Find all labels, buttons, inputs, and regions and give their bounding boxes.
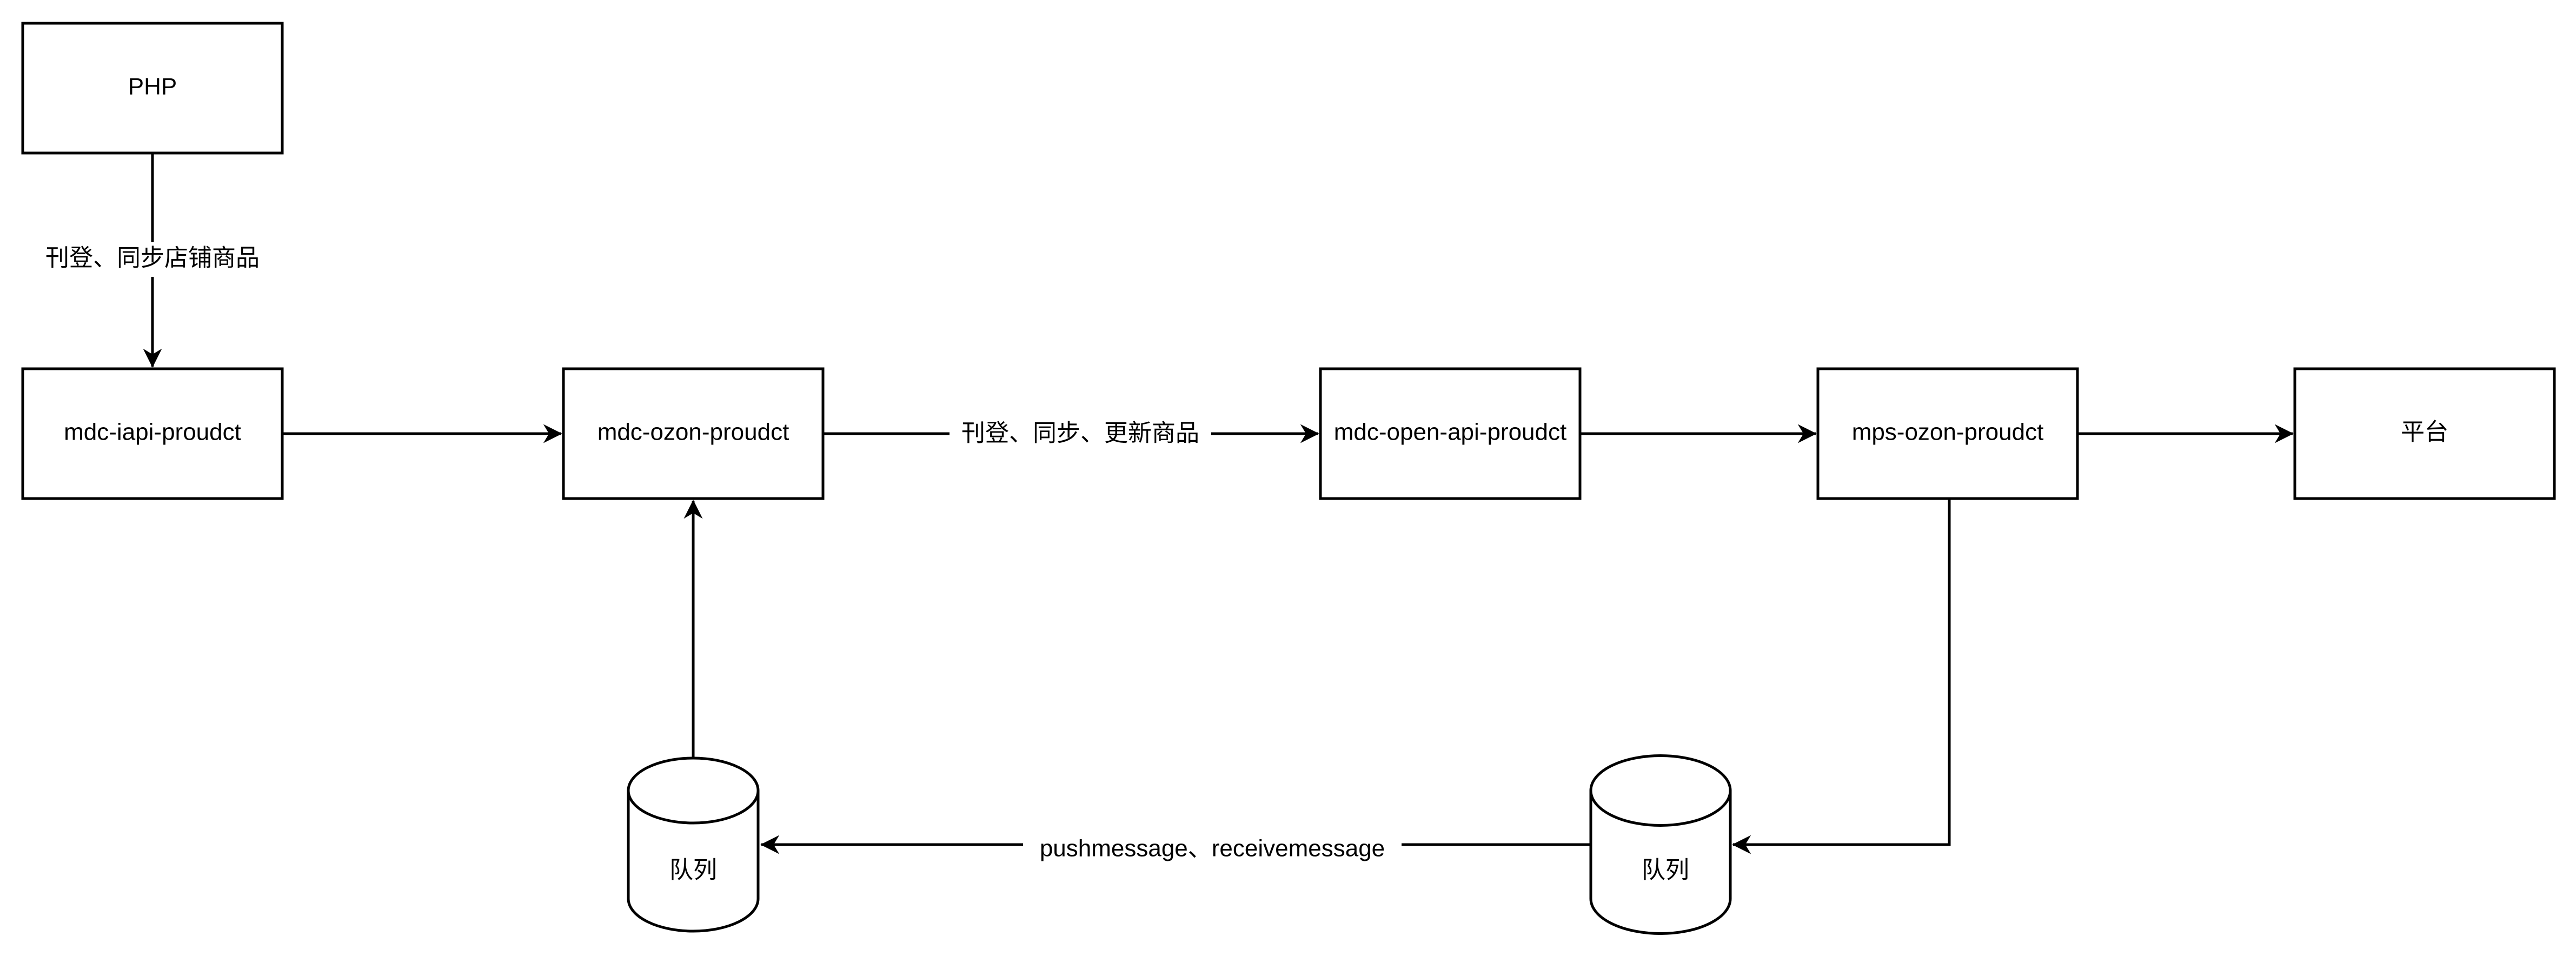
node-label: PHP bbox=[128, 74, 177, 100]
node-label: mdc-ozon-proudct bbox=[597, 419, 789, 446]
node-label: mdc-open-api-proudct bbox=[1334, 419, 1566, 446]
node-queue-right[interactable]: 队列 bbox=[1589, 754, 1732, 935]
edge-labels: 刊登、同步店铺商品 刊登、同步、更新商品 pushmessage、receive… bbox=[32, 242, 1402, 862]
node-queue-left[interactable]: 队列 bbox=[627, 756, 760, 933]
node-label: 队列 bbox=[669, 857, 717, 884]
edge-label-mdc-ozon-to-mdc-open-api: 刊登、同步、更新商品 bbox=[950, 417, 1211, 450]
edge-label-php-to-mdc-iapi: 刊登、同步店铺商品 bbox=[32, 242, 273, 277]
edge-label-text: pushmessage、receivemessage bbox=[1040, 835, 1385, 862]
node-label: 队列 bbox=[1642, 857, 1689, 884]
edge-label-text: 刊登、同步、更新商品 bbox=[961, 420, 1199, 447]
edge-mps-ozon-to-queue-right[interactable] bbox=[1732, 499, 1951, 854]
node-platform[interactable]: 平台 bbox=[2293, 367, 2556, 500]
node-mdc-ozon-proudct[interactable]: mdc-ozon-proudct bbox=[562, 367, 825, 500]
node-mps-ozon-proudct[interactable]: mps-ozon-proudct bbox=[1816, 367, 2079, 500]
node-label: mdc-iapi-proudct bbox=[64, 419, 241, 446]
edge-label-text: 刊登、同步店铺商品 bbox=[45, 245, 260, 271]
edge-label-queue-right-to-queue-left: pushmessage、receivemessage bbox=[1023, 828, 1402, 862]
node-label: 平台 bbox=[2401, 419, 2448, 446]
node-mdc-iapi-proudct[interactable]: mdc-iapi-proudct bbox=[21, 367, 284, 500]
node-php[interactable]: PHP bbox=[21, 22, 284, 155]
node-mdc-open-api-proudct[interactable]: mdc-open-api-proudct bbox=[1319, 367, 1582, 500]
node-label: mps-ozon-proudct bbox=[1852, 419, 2044, 446]
